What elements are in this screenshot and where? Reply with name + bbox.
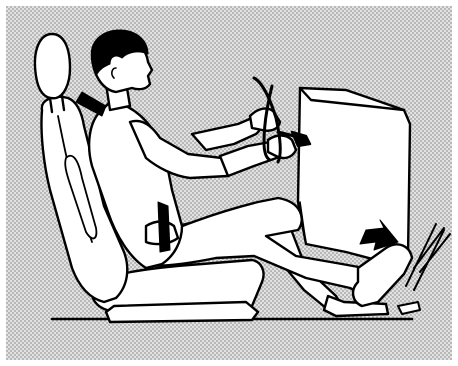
driver-seating-position-illustration — [6, 6, 452, 360]
headrest — [35, 34, 70, 98]
driver-hand-lower — [268, 136, 296, 159]
